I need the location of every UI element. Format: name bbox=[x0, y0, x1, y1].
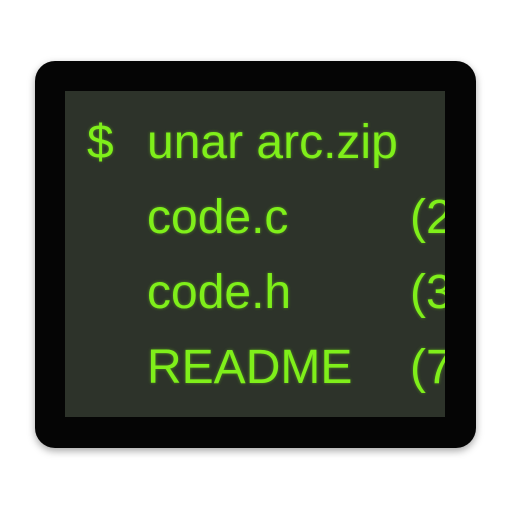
list-item-name: code.h bbox=[147, 266, 292, 319]
list-item-name: code.c bbox=[147, 191, 289, 244]
command-text: unar arc.zip bbox=[147, 116, 398, 169]
terminal-app-icon: $ unar arc.zip code.c (2 code.h (3 READM… bbox=[35, 61, 476, 448]
list-item-name: README bbox=[147, 341, 353, 394]
list-item-size: (3 bbox=[410, 266, 445, 319]
list-item-size: (7 bbox=[410, 341, 445, 394]
prompt-symbol: $ bbox=[87, 116, 114, 169]
terminal-screen: $ unar arc.zip code.c (2 code.h (3 READM… bbox=[65, 91, 445, 417]
list-item-size: (2 bbox=[410, 191, 445, 244]
